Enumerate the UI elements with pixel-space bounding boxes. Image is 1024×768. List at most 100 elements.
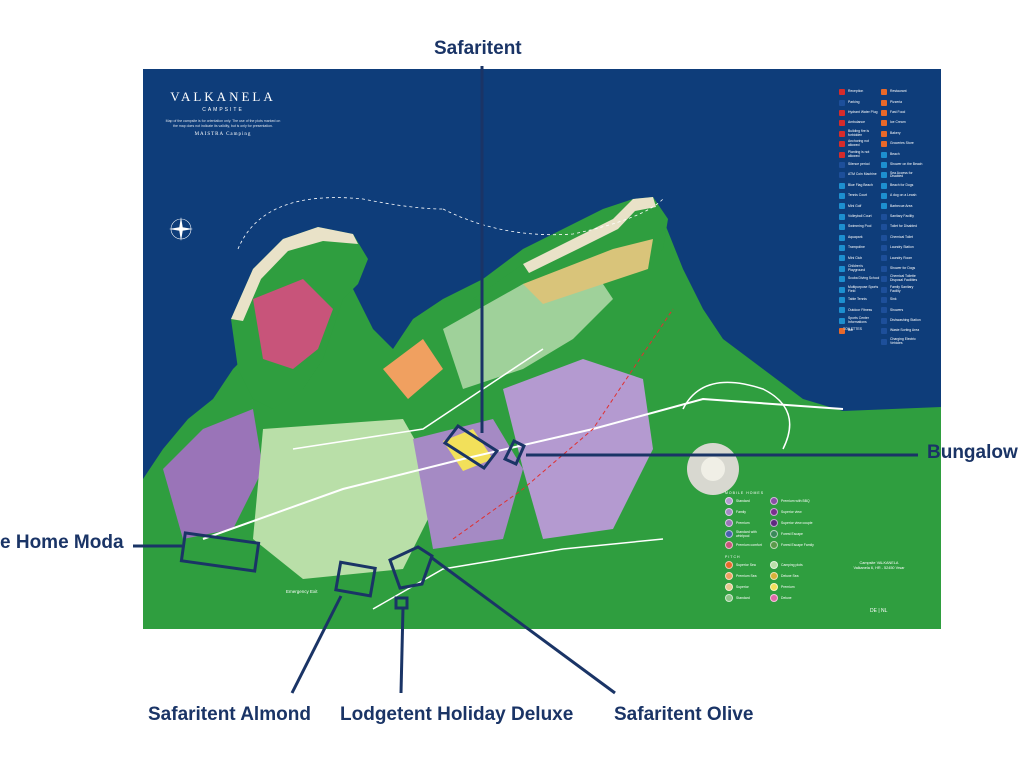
key-item: Standard with whirlpool xyxy=(725,530,770,538)
legend-item-label: Dishwashing Station xyxy=(890,317,921,322)
legend-item: Pizzeria xyxy=(881,97,923,107)
key-item-label: Superior view couple xyxy=(781,521,813,525)
legend-item-label: Pizzeria xyxy=(890,99,903,104)
emergency-exit-label: Emergency Exit xyxy=(286,589,318,594)
key-item: Forest Escape xyxy=(770,530,815,538)
key-swatch xyxy=(770,594,778,602)
legend-symbol-icon xyxy=(839,161,845,168)
legend-item: Laundry Station xyxy=(881,243,923,253)
legend-symbol-icon xyxy=(881,245,887,252)
key-item: Forest Escape Family xyxy=(770,541,815,549)
legend-item-label: Family Sanitary Facility xyxy=(890,284,914,293)
road-main xyxy=(202,397,844,540)
key-swatch xyxy=(725,541,733,549)
legend-item: Anchoring not allowed xyxy=(839,139,881,149)
key-swatch xyxy=(725,561,733,569)
legend-symbol-icon xyxy=(881,276,887,283)
legend-item: Waste Sorting Area xyxy=(881,326,923,336)
key-item: Premium Sea xyxy=(725,572,770,580)
zone-mobile-purple xyxy=(163,409,263,539)
legend-item-label: Fast Food xyxy=(890,110,906,115)
legend-symbol-icon xyxy=(839,245,845,252)
legend-item: Barbecue Area xyxy=(881,201,923,211)
legend-item: Children's Playground xyxy=(839,264,881,274)
key-swatch xyxy=(770,541,778,549)
legend-symbol-icon xyxy=(881,338,887,345)
brand-group: MAISTRA Camping xyxy=(194,132,252,137)
legend-symbol-icon xyxy=(881,297,887,303)
campsite-map[interactable]: VALKANELA CAMPSITE Map of the campsite i… xyxy=(143,69,941,629)
key-item: Deluxe xyxy=(770,594,815,602)
key-item-label: Superior xyxy=(736,585,749,589)
key-item-label: Camping plots xyxy=(781,563,803,567)
language-switch[interactable]: DE | NL xyxy=(870,608,888,614)
legend-symbol-icon xyxy=(881,151,887,158)
legend-symbol-icon xyxy=(839,213,845,220)
legend-item: Sea Access for Disabled xyxy=(881,170,923,180)
brand-name: VALKANELA xyxy=(170,89,276,104)
legend-item-label: Bakery xyxy=(890,130,901,135)
legend-item: Shower for Dogs xyxy=(881,264,923,274)
callout-lodgetent-holiday-deluxe: Lodgetent Holiday Deluxe xyxy=(340,704,574,725)
key-item-label: Standard with whirlpool xyxy=(736,530,757,538)
key-swatch xyxy=(770,572,778,580)
legend-item-label: Mini Golf xyxy=(848,203,862,208)
legend-symbol-icon xyxy=(881,141,887,148)
key-item-label: Forest Escape xyxy=(781,532,803,536)
key-item-label: Premium xyxy=(736,521,750,525)
key-item-label: Superior view xyxy=(781,510,802,514)
legend-item-label: Chemical Toilet xyxy=(890,234,913,239)
legend-item: Ambulance xyxy=(839,118,881,128)
legend-item-label: Laundry Station xyxy=(890,245,914,250)
legend-item-label: Trampoline xyxy=(848,245,865,250)
beach-west xyxy=(231,227,358,321)
legend-item: Parking xyxy=(839,97,881,107)
key-swatch xyxy=(770,583,778,591)
legend-item: Groceries Store xyxy=(881,139,923,149)
zone-mobile-west-pink xyxy=(253,279,333,369)
legend-symbol-icon xyxy=(839,130,845,137)
legend-item-label: ATM Coin Machine xyxy=(848,172,877,177)
legend-item-label: Barbecue Area xyxy=(890,203,913,208)
legend-symbol-icon xyxy=(881,172,887,179)
legend-symbol-icon xyxy=(881,213,887,220)
legend-item: Trampoline xyxy=(839,243,881,253)
legend-symbol-icon xyxy=(839,193,845,200)
legend-item-label: Building fire is forbidden xyxy=(848,128,870,137)
swim-boundary-east xyxy=(442,198,664,236)
legend-item-label: Shower for Dogs xyxy=(890,265,916,270)
legend-symbol-icon xyxy=(881,265,887,272)
legend-item: Planting is not allowed xyxy=(839,149,881,159)
legend-item-label: Mini Club xyxy=(848,255,863,260)
zone-premium-highlight xyxy=(443,429,493,471)
legend-item: Sink xyxy=(881,295,923,305)
key-item-label: Family xyxy=(736,510,746,514)
key-item: Premium with BBQ xyxy=(770,497,815,505)
legend-symbol-icon xyxy=(881,255,887,262)
legend-symbol-icon xyxy=(839,99,845,106)
key-item-label: Deluxe xyxy=(781,596,792,600)
beach-east xyxy=(523,197,656,273)
legend-symbol-icon xyxy=(839,182,845,189)
key-item-label: Premium comfort xyxy=(736,543,762,547)
legend-item: Tennis Court xyxy=(839,191,881,201)
roundabout-center xyxy=(701,457,725,481)
legend-item-label: Beach xyxy=(890,151,900,156)
legend-item-label: Beach for Dogs xyxy=(890,182,914,187)
legend-symbol-icon xyxy=(881,234,887,241)
legend-item: Dishwashing Station xyxy=(881,316,923,326)
zone-campground xyxy=(253,419,443,579)
callout-safaritent-olive: Safaritent Olive xyxy=(614,704,754,725)
key-item: Premium comfort xyxy=(725,541,770,549)
legend-item-label: Scuba Diving School xyxy=(848,276,880,281)
legend-item-label: Waste Sorting Area xyxy=(890,328,920,333)
legend-item-label: Sea Access for Disabled xyxy=(890,170,913,179)
legend-item: Volleyball Court xyxy=(839,212,881,222)
legend-symbol-icon xyxy=(881,286,887,293)
legend-symbol-icon xyxy=(839,307,845,314)
key-item: Deluxe Sea xyxy=(770,572,815,580)
legend-item: Chemical Toilette Disposal Facilities xyxy=(881,274,923,284)
key-item: Camping plots xyxy=(770,561,815,569)
campsite-address: Campsite VALKANELA Valkanela 6, HR - 524… xyxy=(839,561,919,571)
